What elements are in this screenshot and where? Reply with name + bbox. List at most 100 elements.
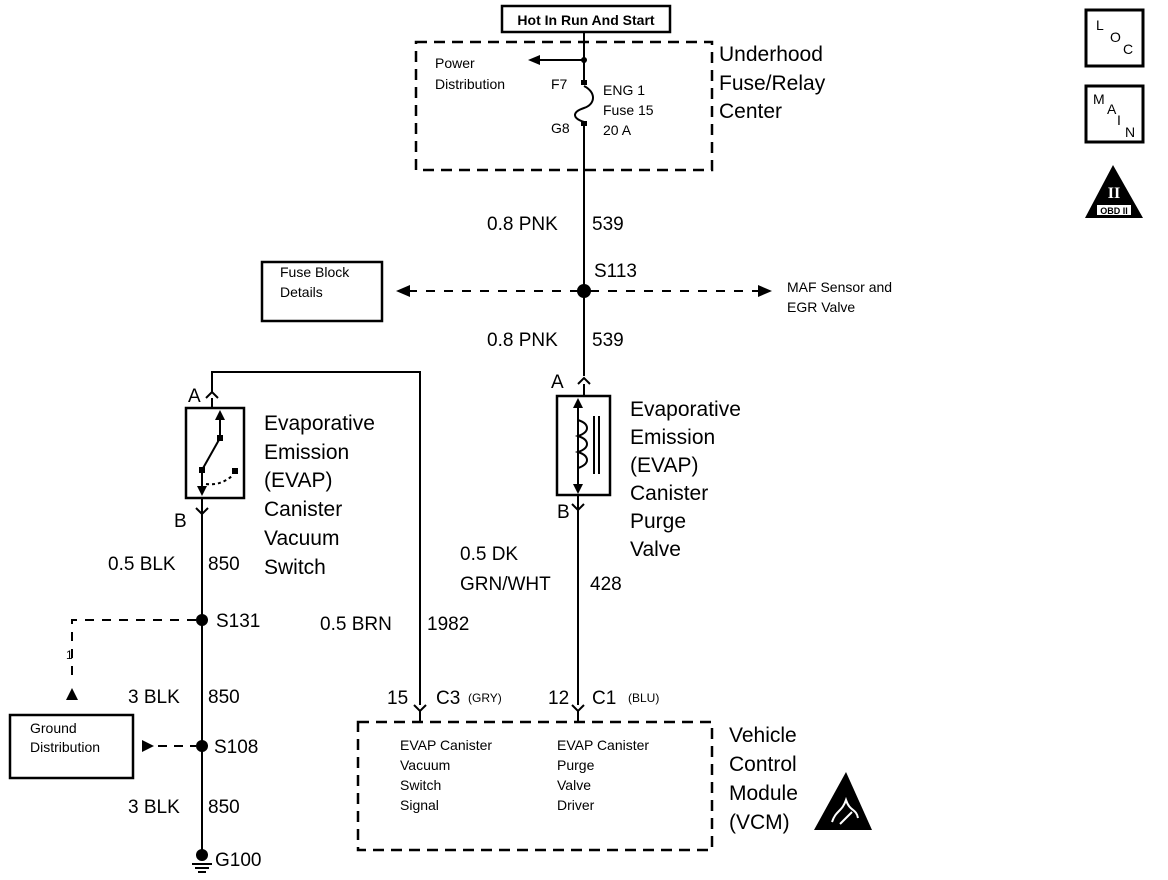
- switch-contact-2: [232, 468, 238, 474]
- blk-2-circuit: 850: [208, 687, 240, 708]
- fuse-line-2: Fuse 15: [603, 102, 654, 118]
- s108-arrow-icon: [142, 740, 154, 752]
- blk-1-circuit: 850: [208, 554, 240, 575]
- loc-icon: L O C: [1084, 8, 1145, 68]
- s108-splice: [196, 740, 208, 752]
- fuse-center-box: [414, 40, 714, 172]
- vcm-input-2: Vacuum: [400, 757, 450, 773]
- switch-up-arrow-icon: [215, 410, 225, 420]
- vcm-output-4: Driver: [557, 797, 595, 813]
- vcm-input-3: Switch: [400, 777, 441, 793]
- vcm-input-1: EVAP Canister: [400, 737, 492, 753]
- vcm-input-4: Signal: [400, 797, 439, 813]
- fuse-center-title-1: Underhood: [719, 43, 823, 66]
- power-distribution-1: Power: [435, 55, 475, 71]
- brn-1982-wire: [211, 371, 421, 705]
- purge-label-3: (EVAP): [630, 454, 698, 477]
- svg-text:O: O: [1110, 29, 1121, 45]
- blk-3-circuit: 850: [208, 797, 240, 818]
- vcm-title-2: Control: [729, 753, 797, 776]
- grn-size-2: GRN/WHT: [460, 574, 551, 595]
- maf-egr-1: MAF Sensor and: [787, 279, 892, 295]
- vcm-output-1: EVAP Canister: [557, 737, 649, 753]
- s131-dashed-wire: [71, 619, 196, 678]
- switch-pin-b: B: [174, 511, 187, 532]
- ground-distribution-1: Ground: [30, 720, 77, 736]
- svg-text:A: A: [1107, 101, 1117, 117]
- grn-circuit: 428: [590, 574, 622, 595]
- ground-distribution-2: Distribution: [30, 739, 100, 755]
- fuse-icon: [574, 85, 594, 123]
- maf-arrow-icon: [758, 285, 772, 297]
- purge-pin-b: B: [557, 502, 570, 523]
- switch-label-4: Canister: [264, 498, 342, 521]
- fuse-block-details-1: Fuse Block: [280, 264, 350, 280]
- s131-ground-arrow-icon: [66, 688, 78, 700]
- vcm-box: [356, 720, 714, 852]
- switch-label-5: Vacuum: [264, 527, 339, 550]
- grn-size-1: 0.5 DK: [460, 544, 518, 565]
- fuse-block-arrow-icon: [396, 285, 410, 297]
- switch-label-3: (EVAP): [264, 469, 332, 492]
- vcm-output-3: Valve: [557, 777, 591, 793]
- vcm-conn-c1: C1: [592, 688, 616, 709]
- switch-pin-a: A: [188, 386, 201, 407]
- fuse-center-title-2: Fuse/Relay: [719, 72, 826, 95]
- hot-in-run-label: Hot In Run And Start: [517, 12, 654, 28]
- vcm-title-4: (VCM): [729, 811, 790, 834]
- switch-label-1: Evaporative: [264, 412, 375, 435]
- purge-label-1: Evaporative: [630, 398, 741, 421]
- purge-label-6: Valve: [630, 538, 681, 561]
- g100-label: G100: [215, 850, 261, 871]
- purge-coil-icon: [574, 419, 588, 469]
- power-dist-arrow-icon: [528, 55, 540, 65]
- vcm-pin-15: 15: [387, 688, 408, 709]
- s108-label: S108: [214, 737, 258, 758]
- f7-terminal: [581, 80, 587, 85]
- purge-connector-a-icon: [577, 376, 591, 385]
- power-distribution-2: Distribution: [435, 76, 505, 92]
- svg-text:II: II: [1108, 185, 1120, 202]
- ground-distribution-box: [8, 713, 135, 780]
- svg-text:OBD II: OBD II: [1100, 206, 1128, 216]
- s131-splice: [196, 614, 208, 626]
- svg-text:C: C: [1123, 41, 1133, 57]
- g8-terminal: [581, 121, 587, 126]
- obd-ii-icon: II OBD II: [1085, 165, 1143, 218]
- vcm-conn-c3: C3: [436, 688, 460, 709]
- pin-g8: G8: [551, 120, 570, 136]
- vcm-output-2: Purge: [557, 757, 595, 773]
- switch-dotted-travel: [205, 475, 233, 486]
- vcm-title-3: Module: [729, 782, 798, 805]
- fuse-center-title-3: Center: [719, 100, 782, 123]
- purge-down-arrow-icon: [573, 484, 583, 494]
- upper-pnk-circuit: 539: [592, 214, 624, 235]
- main-icon: M A I N: [1084, 84, 1145, 144]
- switch-connector-a-icon: [205, 390, 219, 399]
- fuse-block-details-2: Details: [280, 284, 323, 300]
- pin-f7: F7: [551, 76, 568, 92]
- purge-valve-box: [555, 394, 612, 497]
- svg-text:M: M: [1093, 91, 1105, 107]
- g100-node: [196, 849, 208, 861]
- blk-3-size: 3 BLK: [128, 797, 180, 818]
- s113-splice: [577, 284, 591, 298]
- brn-size: 0.5 BRN: [320, 614, 392, 635]
- lower-pnk-circuit: 539: [592, 330, 624, 351]
- c3-connector-icon: [413, 704, 427, 713]
- s113-label: S113: [594, 261, 637, 282]
- vcm-conn-c1-color: (BLU): [628, 691, 659, 705]
- c1-connector-icon: [571, 704, 585, 713]
- vcm-title-1: Vehicle: [729, 724, 797, 747]
- purge-pin-a: A: [551, 372, 564, 393]
- ground-marker-label: 1: [66, 648, 73, 662]
- purge-label-2: Emission: [630, 426, 715, 449]
- vcm-conn-c3-color: (GRY): [468, 691, 502, 705]
- switch-blade: [201, 437, 221, 471]
- blk-1-size: 0.5 BLK: [108, 554, 176, 575]
- vcm-pin-12: 12: [548, 688, 569, 709]
- s131-label: S131: [216, 611, 260, 632]
- svg-text:N: N: [1125, 124, 1135, 140]
